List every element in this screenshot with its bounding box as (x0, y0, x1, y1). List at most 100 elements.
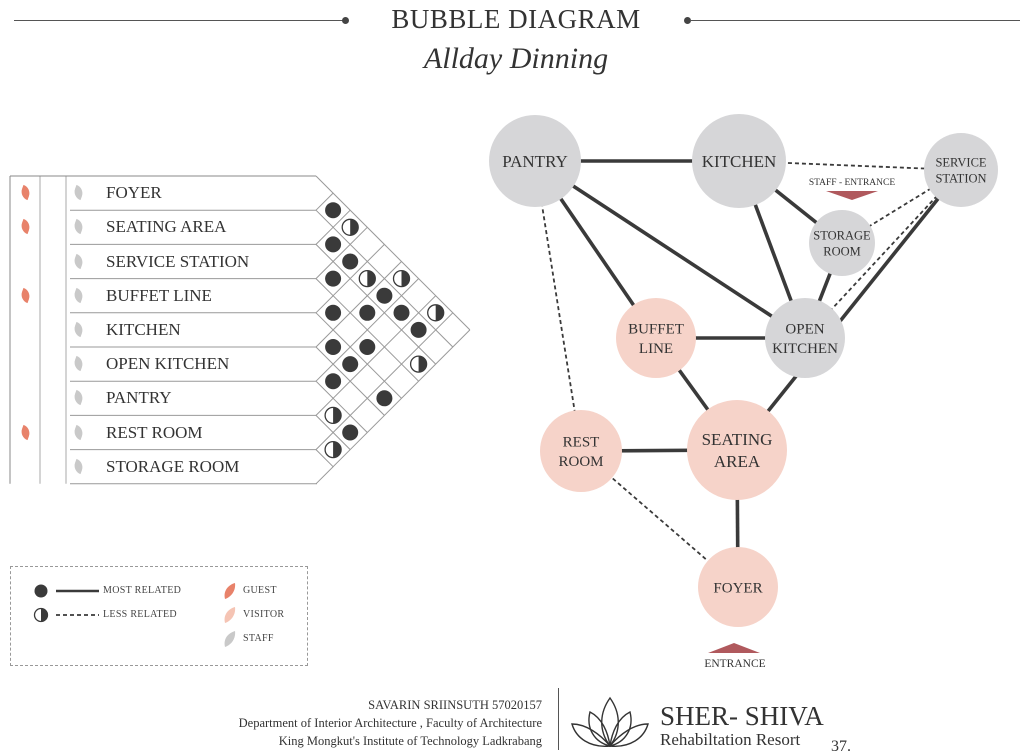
institute-line: King Mongkut's Institute of Technology L… (278, 734, 542, 748)
brand-subtitle: Rehabiltation Resort (660, 730, 801, 749)
header-rule-left (14, 20, 344, 21)
matrix-row-label: STORAGE ROOM (106, 456, 240, 476)
legend-guest-leaf (224, 583, 236, 599)
bubble-label: STATION (935, 172, 986, 186)
most-related-marker (359, 304, 376, 321)
bubble-circle (924, 133, 998, 207)
bubble-label: ROOM (558, 454, 603, 470)
less-related-marker (324, 440, 342, 459)
bubble-label: BUFFET (628, 322, 684, 338)
matrix-row: SERVICE STATION (102, 247, 312, 277)
matrix-grid-diagonal (332, 226, 454, 348)
most-related-marker (342, 253, 359, 270)
matrix-grid-diagonal (332, 432, 351, 450)
matrix-row: OPEN KITCHEN (102, 349, 312, 379)
bubble-kitchen: KITCHEN (692, 114, 786, 208)
matrix-row-label: OPEN KITCHEN (106, 354, 230, 374)
matrix-row: REST ROOM (102, 418, 312, 448)
bubble-openkitchen: OPEN KITCHEN (765, 298, 845, 378)
most-related-marker (376, 287, 393, 304)
bubble-circle (540, 410, 622, 492)
department-line: Department of Interior Architecture , Fa… (238, 716, 542, 730)
legend-visitor-leaf (224, 607, 236, 623)
matrix-grid-diagonal (332, 261, 402, 331)
legend: MOST RELATED LESS RELATED GUEST VISITOR … (10, 566, 308, 666)
bubble-label: STORAGE (813, 228, 871, 242)
header-rule-right (690, 20, 1020, 21)
page-subtitle: Allday Dinning (423, 42, 609, 75)
matrix-grid-diagonal (332, 363, 385, 416)
matrix-row: KITCHEN (102, 315, 312, 345)
matrix-row: FOYER (102, 178, 312, 208)
bubble-circle (809, 210, 875, 276)
matrix-row-label: BUFFET LINE (106, 285, 212, 305)
staff-entrance-arrow (826, 191, 878, 200)
bubble-label: PANTRY (502, 152, 568, 171)
most-related-marker (325, 270, 342, 287)
most-related-marker (410, 321, 427, 338)
less-related-marker (341, 218, 359, 236)
matrix-row-label: REST ROOM (106, 422, 203, 442)
less-related-marker (358, 269, 376, 288)
bubble-circle (616, 298, 696, 378)
bubble-circle (765, 298, 845, 378)
legend-staff-leaf (224, 631, 236, 647)
most-related-marker (342, 424, 359, 441)
bubble-circle (698, 547, 778, 627)
bubble-label: FOYER (713, 580, 762, 596)
matrix-row: STORAGE ROOM (102, 452, 312, 482)
page-number: 37. (831, 738, 851, 755)
brand-name: SHER- SHIVA (660, 701, 824, 731)
most-related-marker (376, 390, 393, 407)
matrix-row-label: FOYER (106, 183, 162, 203)
bubble-label: AREA (714, 452, 761, 471)
matrix-grid-diagonal (332, 278, 419, 365)
most-related-marker (325, 304, 342, 321)
matrix-grid (9, 175, 471, 485)
link-pantry-openkitchen (534, 159, 806, 340)
matrix-grid-diagonal (332, 226, 368, 262)
footer-divider (558, 688, 559, 750)
page-title: BUBBLE DIAGRAM (391, 4, 641, 34)
header-dot-left (342, 17, 349, 24)
author-line: SAVARIN SRIINSUTH 57020157 (368, 698, 542, 712)
bubble-circle (687, 400, 787, 500)
matrix-grid-diagonal (332, 295, 437, 399)
most-related-marker (342, 356, 359, 373)
staff-entrance-label: STAFF - ENTRANCE (809, 178, 896, 188)
matrix-grid-diagonal (332, 329, 471, 468)
most-related-marker (325, 339, 342, 355)
matrix-grid-diagonal (332, 209, 351, 228)
matrix-row: BUFFET LINE (102, 281, 312, 311)
less-related-marker (392, 269, 411, 288)
most-related-marker (359, 339, 376, 355)
legend-graphics (33, 583, 236, 647)
most-related-marker (393, 304, 410, 321)
legend-less-dot (33, 607, 49, 623)
bubble-restroom: REST ROOM (540, 410, 622, 492)
bubble-seating: SEATING AREA (687, 400, 787, 500)
less-related-marker (427, 304, 445, 322)
matrix-row: PANTRY (102, 383, 312, 413)
bubble-label: KITCHEN (702, 152, 777, 171)
bubble-circle (692, 114, 786, 208)
bubble-label: OPEN (785, 322, 824, 338)
entrance-label: ENTRANCE (704, 658, 765, 670)
legend-less-label: LESS RELATED (103, 609, 177, 620)
matrix-row-label: SEATING AREA (106, 217, 227, 237)
matrix-grid-diagonal (332, 295, 419, 382)
less-related-marker (409, 355, 428, 373)
bubble-label: SEATING (702, 430, 773, 449)
bubble-label: KITCHEN (772, 341, 838, 357)
matrix-grid-diagonal (332, 312, 454, 433)
legend-most-label: MOST RELATED (103, 585, 182, 596)
less-related-marker (324, 406, 342, 425)
lotus-logo-icon (571, 696, 649, 748)
bubble-label: REST (563, 435, 600, 451)
bubble-circle (489, 115, 581, 207)
matrix-row-label: PANTRY (106, 388, 172, 408)
